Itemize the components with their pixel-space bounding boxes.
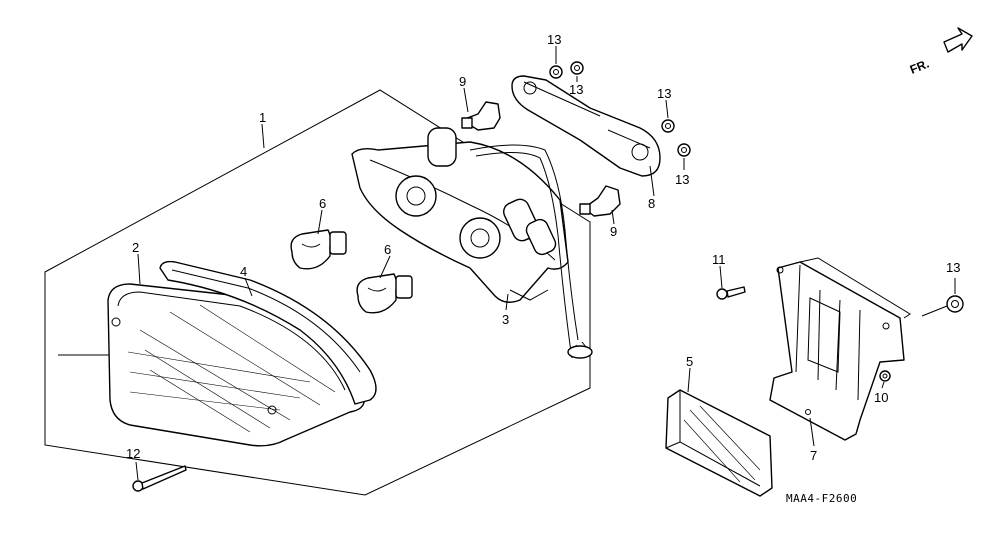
socket-right (579, 185, 621, 217)
stay-bracket (511, 75, 661, 177)
reflector (665, 389, 773, 497)
leader-lines (135, 46, 956, 481)
callout-13c: 13 (657, 86, 671, 101)
callout-5: 5 (686, 354, 693, 369)
lens-gasket (159, 260, 377, 405)
screw-12 (132, 465, 187, 492)
callout-10: 10 (874, 390, 888, 405)
callout-13a: 13 (547, 32, 561, 47)
callout-9b: 9 (610, 224, 617, 239)
bulb-upper (290, 229, 347, 270)
figure-code: MAA4-F2600 (786, 492, 857, 505)
assembly-outline (44, 89, 591, 496)
callout-4: 4 (240, 264, 247, 279)
callout-6b: 6 (384, 242, 391, 257)
socket-housing (351, 127, 569, 303)
nut-13c (661, 119, 675, 133)
nut-13b (570, 61, 584, 75)
direction-label: FR. (908, 57, 931, 77)
direction-arrow: FR. (908, 27, 973, 77)
bolt-11 (716, 286, 746, 300)
callout-13d: 13 (675, 172, 689, 187)
callout-13b: 13 (569, 82, 583, 97)
wire-harness (469, 144, 593, 359)
nut-13e (946, 295, 964, 313)
tail-lens (107, 283, 365, 447)
license-bracket (769, 257, 911, 441)
callout-3: 3 (502, 312, 509, 327)
nut-13d (677, 143, 691, 157)
callout-6a: 6 (319, 196, 326, 211)
callout-12: 12 (126, 446, 140, 461)
callout-11: 11 (712, 252, 726, 267)
callout-1: 1 (259, 110, 266, 125)
callout-13e: 13 (946, 260, 960, 275)
nut-13a (549, 65, 563, 79)
socket-left (461, 101, 501, 131)
washer-10 (879, 370, 891, 382)
callout-7: 7 (810, 448, 817, 463)
callout-9a: 9 (459, 74, 466, 89)
callout-8: 8 (648, 196, 655, 211)
callout-2: 2 (132, 240, 139, 255)
bulb-lower (356, 273, 413, 314)
